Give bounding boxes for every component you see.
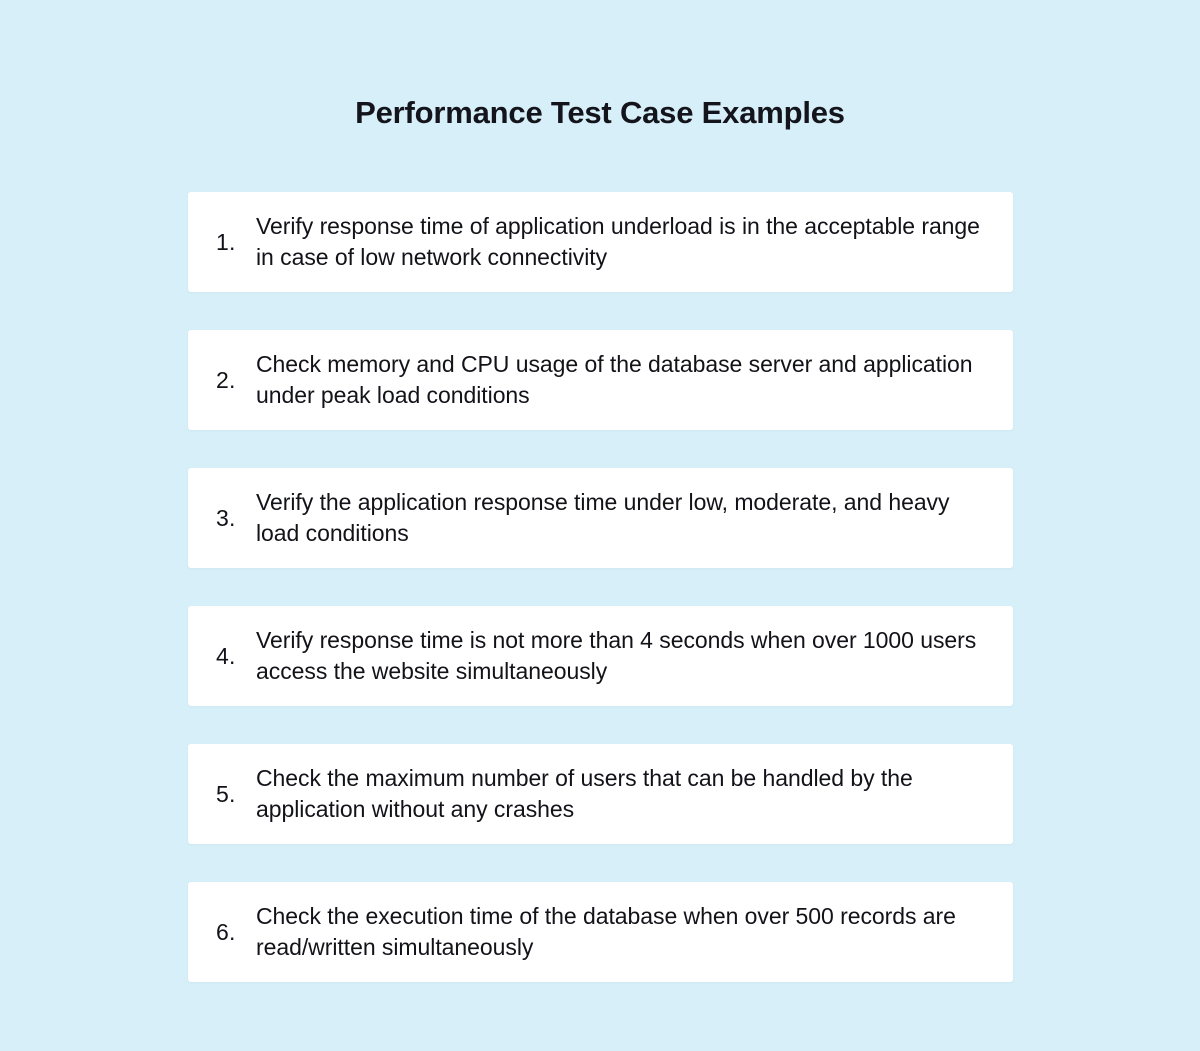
list-item-number: 3. [216, 504, 236, 531]
list-item: 4. Verify response time is not more than… [188, 606, 1013, 706]
page-title: Performance Test Case Examples [355, 95, 845, 130]
list-item-text: Check the execution time of the database… [256, 903, 956, 960]
list-item-number: 6. [216, 918, 236, 945]
list-item: 1. Verify response time of application u… [188, 192, 1013, 292]
list-item: 2. Check memory and CPU usage of the dat… [188, 330, 1013, 430]
list-item: 6. Check the execution time of the datab… [188, 882, 1013, 982]
list-item-text: Check the maximum number of users that c… [256, 765, 913, 822]
list-item-text: Verify response time of application unde… [256, 213, 980, 270]
list-item-text: Check memory and CPU usage of the databa… [256, 351, 973, 408]
list-item: 5. Check the maximum number of users tha… [188, 744, 1013, 844]
list-item-number: 2. [216, 366, 236, 393]
list-item: 3. Verify the application response time … [188, 468, 1013, 568]
test-case-list: 1. Verify response time of application u… [188, 192, 1013, 982]
list-item-text: Verify response time is not more than 4 … [256, 627, 977, 684]
list-item-number: 1. [216, 228, 236, 255]
list-item-text: Verify the application response time und… [256, 489, 950, 546]
list-item-number: 5. [216, 780, 236, 807]
list-item-number: 4. [216, 642, 236, 669]
